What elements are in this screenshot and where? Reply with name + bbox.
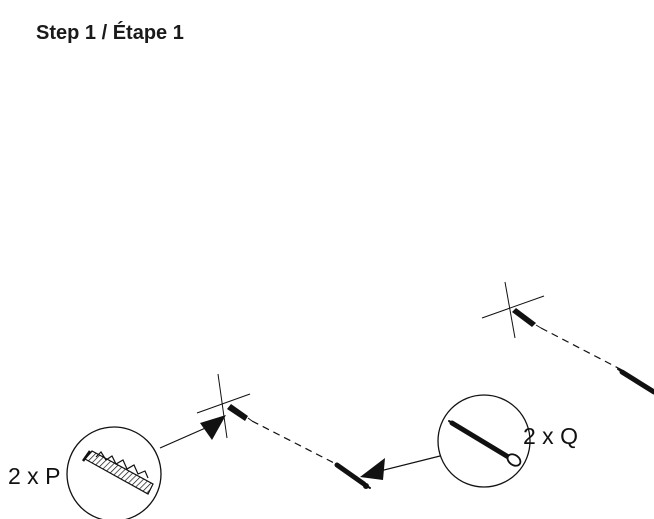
- anchor-in-wall-left: [227, 404, 253, 422]
- part-quantity-q: 2 x Q: [523, 423, 578, 449]
- screw-right: [617, 368, 654, 395]
- insertion-path-dashed-right: [540, 327, 623, 371]
- anchor-in-wall-right: [512, 308, 542, 329]
- insertion-path-dashed-left: [251, 420, 337, 465]
- arrow-head-q-icon: [360, 458, 385, 480]
- arrow-line-p: [159, 425, 211, 449]
- part-quantity-p: 2 x P: [8, 463, 61, 489]
- crosshair-mark-left: [196, 373, 251, 439]
- crosshair-mark-right: [481, 281, 545, 339]
- arrow-head-p-icon: [200, 415, 226, 440]
- wall-anchor-icon: [81, 450, 154, 495]
- step-title: Step 1 / Étape 1: [36, 22, 184, 44]
- arrow-line-q: [379, 455, 441, 472]
- screw-left: [334, 462, 371, 489]
- screw-icon: [448, 420, 522, 467]
